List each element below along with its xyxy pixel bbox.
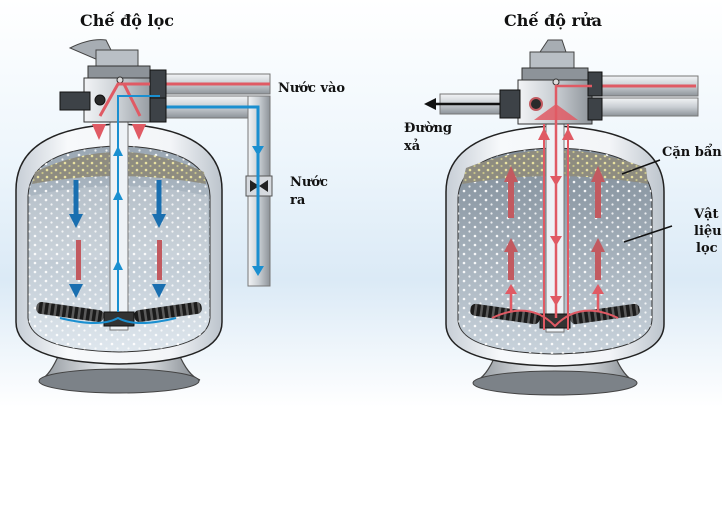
filter-inflow-arrows	[76, 82, 162, 280]
inlet-pipe	[152, 73, 271, 95]
outlet-flow-line	[165, 105, 260, 272]
dirt-pointer-line	[621, 159, 661, 175]
media-pointer-line	[623, 225, 673, 243]
inlet-label: Nước vào	[278, 81, 345, 96]
filter-mode-title: Chế độ lọc	[80, 11, 174, 30]
media-label-line3: lọc	[696, 241, 718, 256]
lateral-right	[134, 301, 202, 323]
media-label-line1: Vật	[693, 207, 719, 222]
backwash-mode-title: Chế độ rửa	[504, 11, 602, 30]
media-label-line2: liệu	[694, 224, 722, 239]
outlet-label-line2: ra	[290, 193, 306, 208]
outlet-label-line1: Nước	[290, 175, 328, 190]
drain-label-line2: xả	[404, 138, 421, 154]
lateral-left	[36, 301, 104, 323]
backwash-mode-unit: Chế độ rửa Đường xả Cặn bẩn Vật liệu lọc	[404, 11, 722, 396]
drain-label-line1: Đường	[404, 121, 452, 136]
backwash-flow-arrows	[491, 84, 619, 330]
drain-arrow-icon	[424, 98, 436, 110]
filter-outflow-arrows	[59, 95, 177, 324]
dirt-label: Cặn bẩn	[662, 144, 722, 160]
backwash-inlet-pipe	[592, 75, 699, 117]
outlet-pipe	[159, 95, 273, 287]
filter-mode-unit: Chế độ lọc Nước vào Nước ra	[15, 11, 345, 394]
multiport-valve	[59, 39, 167, 123]
